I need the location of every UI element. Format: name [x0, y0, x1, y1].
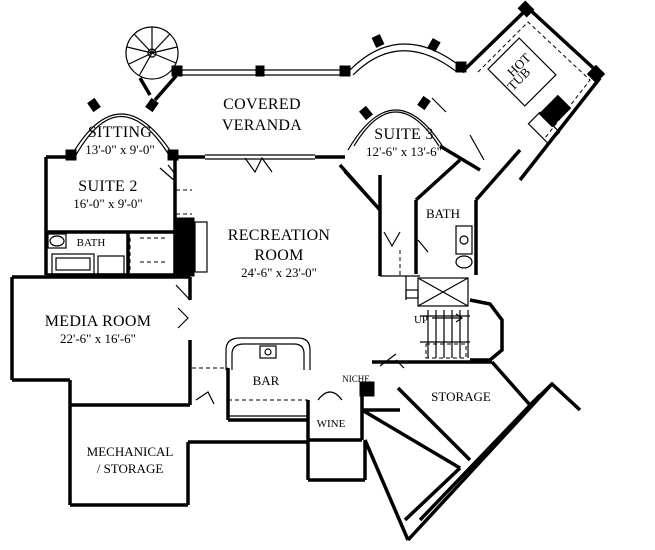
recreation-size: 24'-6" x 23'-0" — [241, 265, 317, 280]
spiral-staircase — [125, 26, 179, 96]
recreation-label-line2: ROOM — [254, 247, 303, 264]
wine-niche-walls — [306, 353, 410, 442]
sitting-size: 13'-0" x 9'-0" — [85, 142, 154, 157]
room-labels: COVERED VERANDA HOT TUB SITTING 13'-0" x… — [45, 50, 534, 476]
recreation-walls — [167, 164, 420, 301]
suite3-label: SUITE 3 — [374, 126, 433, 143]
mechanical-label-line2: / STORAGE — [97, 461, 164, 476]
veranda-walls — [153, 0, 606, 182]
suite3-walls — [338, 95, 522, 275]
storage-walls — [361, 360, 582, 542]
covered-veranda-label: COVERED — [223, 96, 301, 113]
media-room-size: 22'-6" x 16'-6" — [60, 331, 136, 346]
media-room-walls — [10, 275, 192, 407]
storage-label: STORAGE — [431, 389, 491, 404]
recreation-label: RECREATION — [228, 227, 331, 244]
sitting-label: SITTING — [88, 124, 152, 141]
bath-left-label: BATH — [77, 237, 106, 249]
bar-walls — [192, 337, 311, 422]
niche-label: NICHE — [342, 374, 370, 384]
suite2-size: 16'-0" x 9'-0" — [73, 196, 142, 211]
stairs-up-label: UP — [414, 314, 428, 326]
covered-veranda-label-line2: VERANDA — [222, 117, 302, 134]
suite3-size: 12'-6" x 13'-6" — [366, 144, 442, 159]
mechanical-walls — [68, 405, 410, 541]
mechanical-label: MECHANICAL — [87, 444, 174, 459]
bar-label: BAR — [253, 373, 280, 388]
suite2-label: SUITE 2 — [78, 178, 137, 195]
media-room-label: MEDIA ROOM — [45, 313, 152, 330]
wine-label: WINE — [317, 418, 346, 430]
veranda-doors — [168, 154, 345, 174]
suite2-walls — [44, 97, 208, 277]
bath-right-label: BATH — [426, 206, 460, 221]
main-staircase — [405, 276, 504, 362]
